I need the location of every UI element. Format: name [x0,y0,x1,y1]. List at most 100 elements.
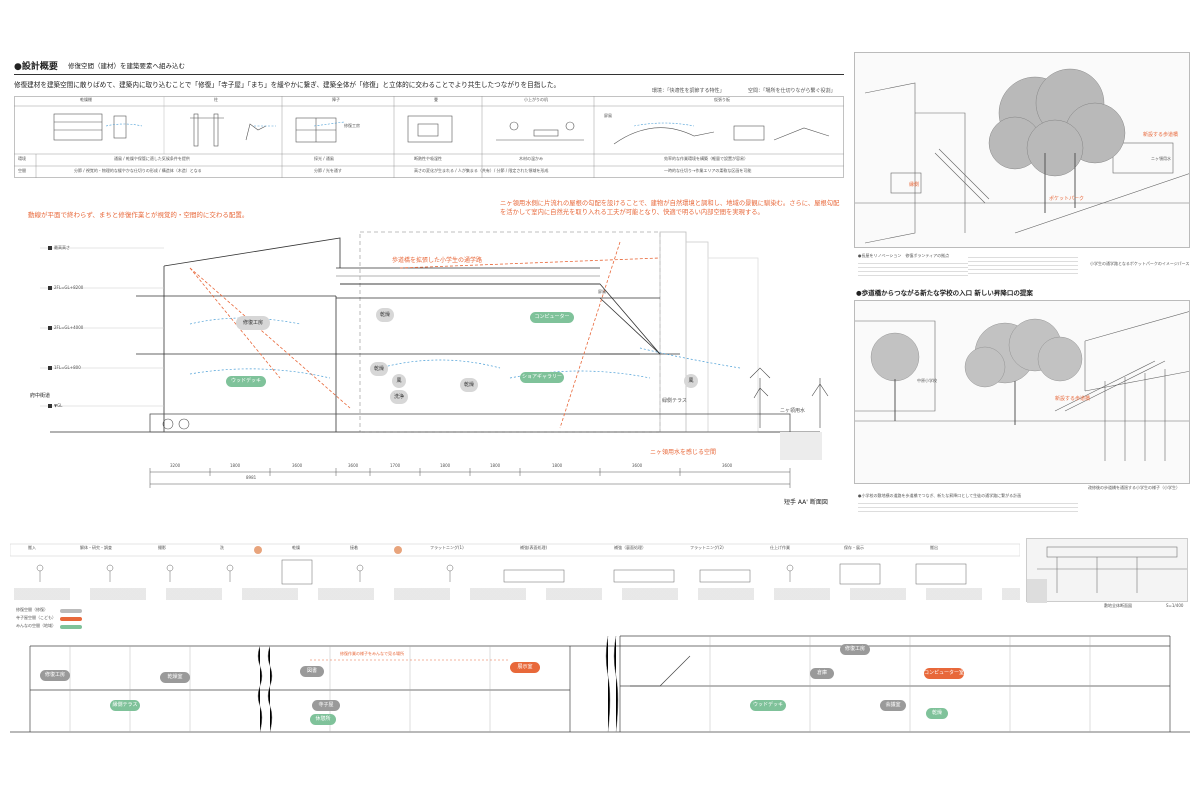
site-plan-thumbnail [1026,538,1188,603]
step-12: 搬出 [930,545,938,550]
section-title: ●設計概要 [14,62,58,72]
se-label-school: 中原小学校 [917,378,937,383]
concept-table-grid [14,96,844,178]
concept-env-3: 木材の温かみ [519,156,543,161]
dim-1: 1800 [230,463,241,468]
ls-pill-7: 寺子屋 [312,700,340,711]
step-10: 仕上げ作業 [770,545,790,550]
room-label-2: 乾燥 [370,362,388,376]
pill-computer: コンピューター [530,312,574,323]
step-8: 補強（裏面処理） [614,545,646,550]
school-entrance-svg [855,311,1189,461]
concept-table: 乾燥棚 柱 障子 畳 小上がりの机 仮張り板 修復工房 屏風 環境 通風 / 乾… [14,96,844,178]
room-label-1: 乾燥 [376,308,394,322]
path-label: 歩道橋を拡張した小学生の通学路 [392,257,483,264]
dim-8: 3600 [632,463,643,468]
long-section-svg [10,635,1190,733]
pp-label-canal: ニヶ領用水 [1151,156,1171,161]
concept-col-0: 乾燥棚 [80,97,92,102]
site-plan-svg [1027,546,1187,603]
section-caption: 短手 AA' 断面図 [784,499,828,506]
concept-sub-1: 屏風 [604,113,612,118]
se-note-lines [858,500,1078,514]
pocket-park-perspective: 新設する歩道橋 縁側 ポケットパーク ニヶ領用水 [854,52,1190,248]
legend-0: 修復空間（修復） [16,607,48,612]
se-note: ●小学校の敷地横の道路を歩道橋でつなぎ、新たな昇降口として生徒の通学路に繋がる計… [858,493,1022,498]
pp-note-title: ●長屋をリノベーション 修復ボランティアの拠点 [858,253,950,258]
school-entrance-title: ●歩道橋からつながる新たな学校の入口 新しい昇降口の提案 [856,289,1033,297]
section-note-left: 動線が平面で終わらず、まちと修復作業とが視覚的・空間的に交わる配置。 [28,211,249,219]
concept-col-4: 小上がりの机 [524,97,548,102]
concept-col-3: 畳 [434,97,438,102]
step-7: 補強(表面処理) [520,545,548,550]
canal-box [780,432,822,460]
ls-pill-9: 倉庫 [810,668,834,679]
ls-pill-0: 修復工房 [40,670,70,681]
sequence-strip: 搬入 解体・研究・調査 撮影 洗 乾燥 接着 フラットニング(1) 補強(表面処… [9,540,1021,602]
ls-pill-6: 展示室 [510,662,540,673]
concept-space-2: 高さの変化が生まれる / 人が集まる（共有）/ 分節 / 限定された領域を形成 [414,168,549,173]
step-9: フラットニング(2) [690,545,724,550]
step-3: 洗 [220,545,224,550]
concept-env-4: 効率的な作業環境を構築（軽量で設置が容易） [664,156,748,161]
step-6: フラットニング(1) [430,545,464,550]
room-label-5: 風 [392,374,406,388]
legend-0-swatch [60,609,82,613]
section-subtitle: 修復空間（建材）を建築要素へ組み込む [68,62,185,70]
concept-space-3: 一時的な仕切り→作業エリアの柔軟な区画を可能 [664,168,752,173]
level-2: 2FL=GL+4000 [54,325,84,330]
pp-label-engawa: 縁側 [909,182,920,188]
concept-col-2: 障子 [332,97,340,102]
pp-note-lines-2 [968,254,1078,274]
step-5: 接着 [350,545,358,550]
concept-col-1: 柱 [214,97,218,102]
pocket-park-svg [855,68,1189,244]
room-label-0: 修復工房 [236,316,270,330]
legend-1-swatch [60,617,82,621]
scale-note: S=1/400 [1166,603,1184,608]
level-3: 1FL=GL+800 [54,365,81,370]
section-note-right: ニヶ領用水側に片流れの屋根の勾配を設けることで、建物が自然環境と調和し、地域の景… [500,200,840,216]
se-caption: 改修後の歩道橋を通過する小学生の様子（小学生） [1088,485,1180,490]
level-0: 最高高さ [54,245,70,250]
concept-env-0: 通風 / 乾燥や保管に適した気候条件を提供 [114,156,190,161]
ls-pill-8: 休憩所 [310,714,336,725]
level-1: 2FL=GL+8200 [54,285,84,290]
short-section-drawing: 最高高さ 2FL=GL+8200 2FL=GL+4000 1FL=GL+800 … [30,228,840,518]
concept-col-5: 仮張り板 [714,97,730,102]
ls-pill-10: ウッドデッキ [750,700,786,711]
pp-caption: 小学生の通学路となるポケットパークのイメージパース [1090,261,1190,266]
tag-env: 環境：「快適性を調節する特性」 [652,88,725,94]
concept-row-label-space: 空間 [18,168,26,173]
room-label-3: 乾燥 [460,378,478,392]
concept-sub-0: 修復工房 [344,123,360,128]
ls-pill-14: 乾燥 [926,708,948,719]
step-0: 搬入 [28,545,36,550]
plan-caption: 敷地全体断面図 [1104,603,1132,608]
dim-0: 3200 [170,463,181,468]
header-rule [14,74,844,75]
water-label: ニヶ領用水を感じる空間 [650,449,717,456]
se-label-bridge: 新設する歩道橋 [1055,396,1091,402]
level-4: ▼GL [54,403,63,408]
room-label-4: 洗浄 [390,390,408,404]
dim-total: 8981 [246,475,257,480]
dim-6: 1800 [490,463,501,468]
dim-2: 3600 [292,463,303,468]
ls-pill-11: 会議室 [880,700,906,711]
lead-text: 修復建材を建築空間に散りばめて、建築内に取り込むことで「修復」「寺子屋」「まち」… [14,81,561,89]
legend-2-swatch [60,625,82,629]
school-entrance-perspective: 新設する歩道橋 中原小学校 [854,300,1190,484]
concept-env-2: 断熱性や吸湿性 [414,156,442,161]
step-1: 解体・研究・調査 [80,545,112,550]
ls-pill-12: 修復工房 [840,644,870,655]
room-label-7: 屏風 [598,289,606,294]
step-11: 保存・展示 [844,545,864,550]
pp-label-bridge: 新設する歩道橋 [1143,132,1179,138]
ls-pill-2: 縁側テラス [110,700,140,711]
short-section-svg [40,231,829,488]
pp-label-pocketpark: ポケットパーク [1049,196,1085,202]
pp-note-lines [858,260,968,278]
ls-pill-1: 乾燥室 [160,672,190,683]
concept-env-1: 採光 / 通風 [314,156,334,161]
